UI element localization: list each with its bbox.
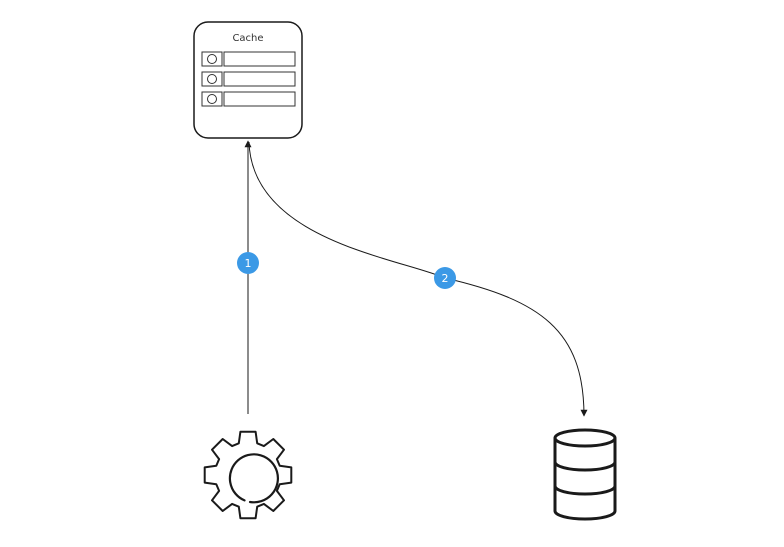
step-badge-1-label: 1 (245, 257, 252, 270)
gear-icon[interactable] (203, 430, 293, 520)
gear-inner-arc (228, 453, 279, 504)
cache-row (201, 51, 296, 67)
cache-row (201, 71, 296, 87)
edge-cache-to-database[interactable] (248, 141, 588, 417)
cache-row (201, 91, 296, 107)
cache-node[interactable]: Cache (193, 21, 303, 139)
cache-row-circle-icon (207, 74, 217, 84)
cache-title: Cache (232, 33, 263, 44)
step-badge-1: 1 (237, 252, 259, 274)
database-icon[interactable] (553, 428, 617, 521)
step-badge-2: 2 (434, 267, 456, 289)
cache-row-circle-icon (207, 54, 217, 64)
cache-row-circle-icon (207, 94, 217, 104)
cache-box (193, 21, 303, 139)
step-badge-2-label: 2 (442, 272, 449, 285)
